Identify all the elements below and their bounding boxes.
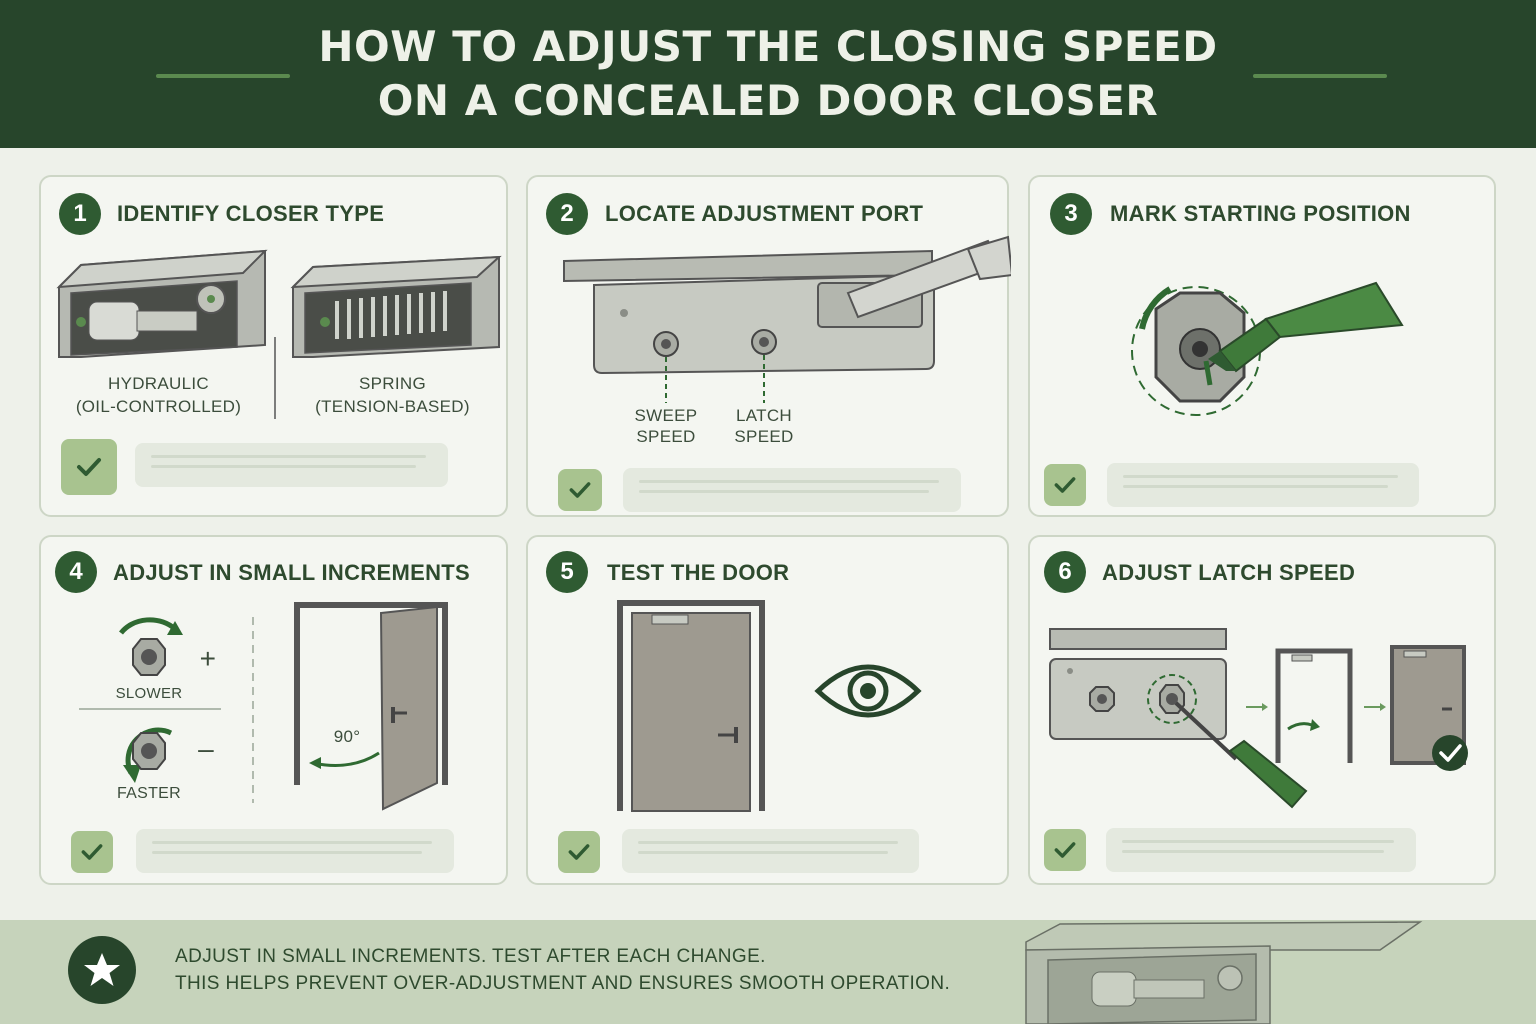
latch-speed-label: LATCH SPEED [714,405,814,447]
step-notes-placeholder [622,829,919,873]
tip-footer: ADJUST IN SMALL INCREMENTS. TEST AFTER E… [0,920,1536,1024]
marker-pen-icon [1208,281,1404,373]
star-badge [68,936,136,1004]
step-notes-placeholder [1106,828,1416,872]
spring-label: SPRING (TENSION-BASED) [295,372,490,418]
spring-closer-icon [290,255,502,358]
plus-label: + [199,643,217,674]
mark-position-illustration [1131,281,1404,416]
step-check [558,469,602,511]
slower-valve-icon [119,617,183,676]
sweep-label-line-2: SPEED [636,427,696,446]
step-notes-placeholder [135,443,448,487]
hydraulic-label-line-2: (OIL-CONTROLLED) [75,397,242,416]
angle-label: 90° [333,727,361,746]
spring-label-line-1: SPRING [359,374,426,393]
step-number-badge: 3 [1050,193,1092,235]
latch-speed-valve-icon [751,329,777,403]
step-title: TEST THE DOOR [607,560,790,585]
step-title: LOCATE ADJUSTMENT PORT [605,201,924,226]
closer-sketch-illustration [1025,921,1423,1024]
latch-label-line-1: LATCH [736,406,792,425]
step-check [61,439,117,495]
step-notes-placeholder [136,829,454,873]
header-rule-right [1253,74,1387,78]
step-title: MARK STARTING POSITION [1110,201,1411,226]
tip-line-1: ADJUST IN SMALL INCREMENTS. TEST AFTER E… [175,946,766,967]
check-icon [568,844,590,860]
step-card-1: 1 IDENTIFY CLOSER TYPE [39,175,508,517]
page-title-line-1: HOW TO ADJUST THE CLOSING SPEED [318,22,1218,71]
adjustment-port-illustration [563,235,1011,403]
check-icon [77,458,101,476]
increment-illustration [79,602,448,811]
door-closed-icon [1390,645,1468,771]
step-card-2: 2 LOCATE ADJUSTMENT PORT SWEEP SPEED LAT… [526,175,1011,517]
step-card-6: 6 ADJUST LATCH SPEED [1028,535,1496,885]
slower-label: SLOWER [115,685,183,702]
spring-label-line-2: (TENSION-BASED) [315,397,470,416]
minus-label: – [198,733,214,764]
step-check [558,831,600,873]
step-number-badge: 1 [59,193,101,235]
page-title-line-2: ON A CONCEALED DOOR CLOSER [377,76,1159,125]
step-title: ADJUST LATCH SPEED [1102,560,1356,585]
step-number-badge: 2 [546,193,588,235]
step-check [71,831,113,873]
sweep-speed-valve-icon [653,331,679,403]
sweep-speed-label: SWEEP SPEED [616,405,716,447]
step-card-3: 3 MARK STARTING POSITION [1028,175,1496,517]
open-door-icon [294,602,448,811]
step-card-5: 5 TEST THE DOOR [526,535,1009,885]
tip-line-2: THIS HELPS PREVENT OVER-ADJUSTMENT AND E… [175,973,951,994]
closer-types-illustration [56,249,502,419]
step-title: IDENTIFY CLOSER TYPE [117,201,385,226]
check-icon [1054,477,1076,493]
star-icon [84,953,120,986]
screwdriver-icon [1174,701,1308,809]
eye-icon [814,664,922,718]
header-banner: HOW TO ADJUST THE CLOSING SPEED ON A CON… [0,0,1536,148]
check-icon [81,844,103,860]
step-number-badge: 6 [1044,551,1086,593]
step-check [1044,464,1086,506]
hydraulic-closer-icon [56,249,268,358]
door-opening-icon [1275,648,1353,763]
closed-door-icon [617,600,765,812]
step-notes-placeholder [623,468,961,512]
step-notes-placeholder [1107,463,1419,507]
closer-arm [817,235,1011,328]
step-check [1044,829,1086,871]
step-number-badge: 5 [546,551,588,593]
check-icon [569,482,591,498]
step-card-4: 4 ADJUST IN SMALL INCREMENTS + SLOW [39,535,508,885]
hydraulic-label: HYDRAULIC (OIL-CONTROLLED) [61,372,256,418]
latch-label-line-2: SPEED [734,427,794,446]
check-icon [1054,842,1076,858]
latch-speed-illustration [1049,628,1468,809]
test-door-illustration [617,600,922,812]
faster-label: FASTER [116,785,182,802]
sweep-label-line-1: SWEEP [634,406,698,425]
header-rule-left [156,74,290,78]
hydraulic-label-line-1: HYDRAULIC [108,374,209,393]
faster-valve-icon [123,727,173,783]
step-number-badge: 4 [55,551,97,593]
step-title: ADJUST IN SMALL INCREMENTS [113,560,470,585]
